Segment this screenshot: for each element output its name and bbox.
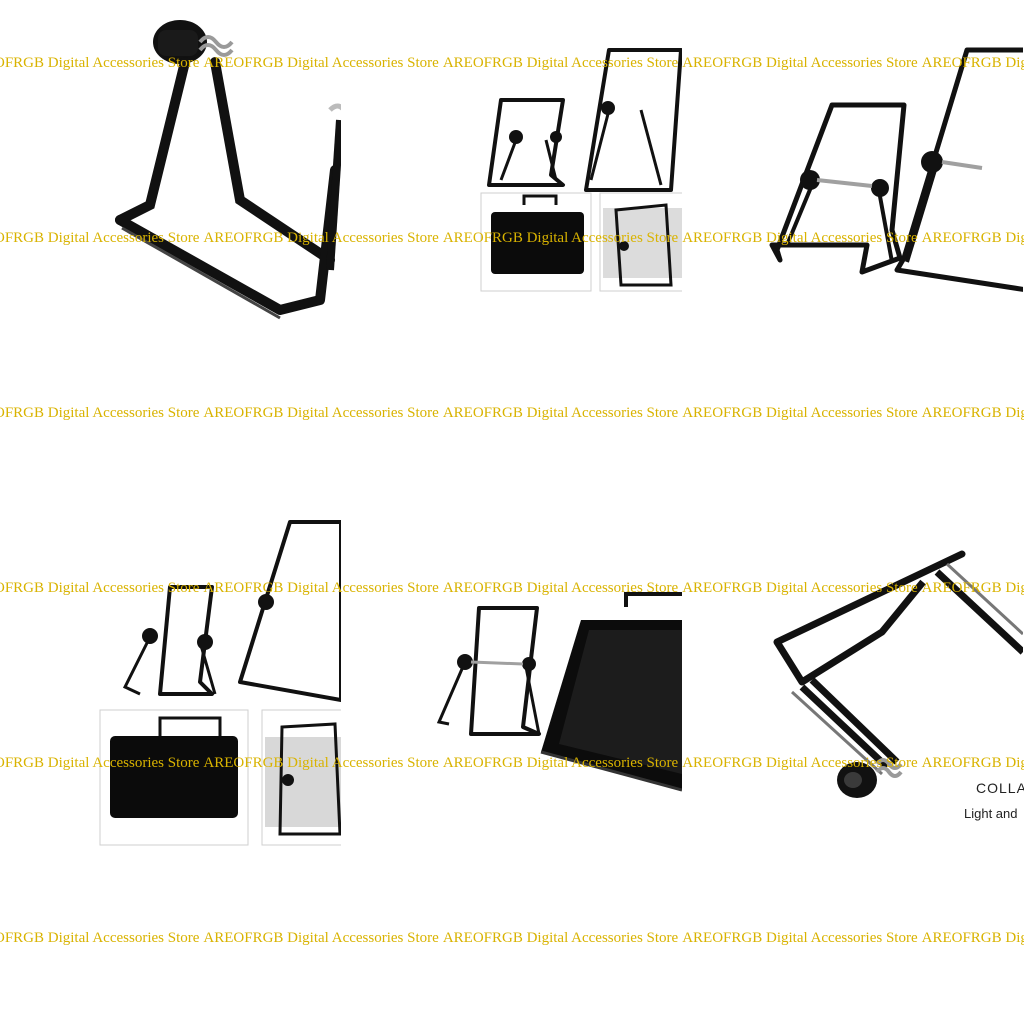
tile-stand-closeup [0,0,341,341]
tile-stand-black-tablet [341,512,682,853]
tile-stands-two-sizes [341,0,682,341]
tile-stand-collapsed [682,512,1023,853]
wire-stand-pair-icon [769,47,1023,292]
wire-stand-closeup-icon [115,20,341,320]
tile-stands-tablet-examples [0,512,341,853]
wire-stand-pair-icon [99,520,341,846]
wire-stand-folded-icon [773,550,1023,798]
caption-title: COLLA [976,780,1024,796]
wire-stand-tablet-icon [436,592,682,792]
tile-stands-large [682,0,1023,341]
caption-subtitle: Light and [964,806,1018,821]
wire-stand-pair-icon [480,48,682,292]
